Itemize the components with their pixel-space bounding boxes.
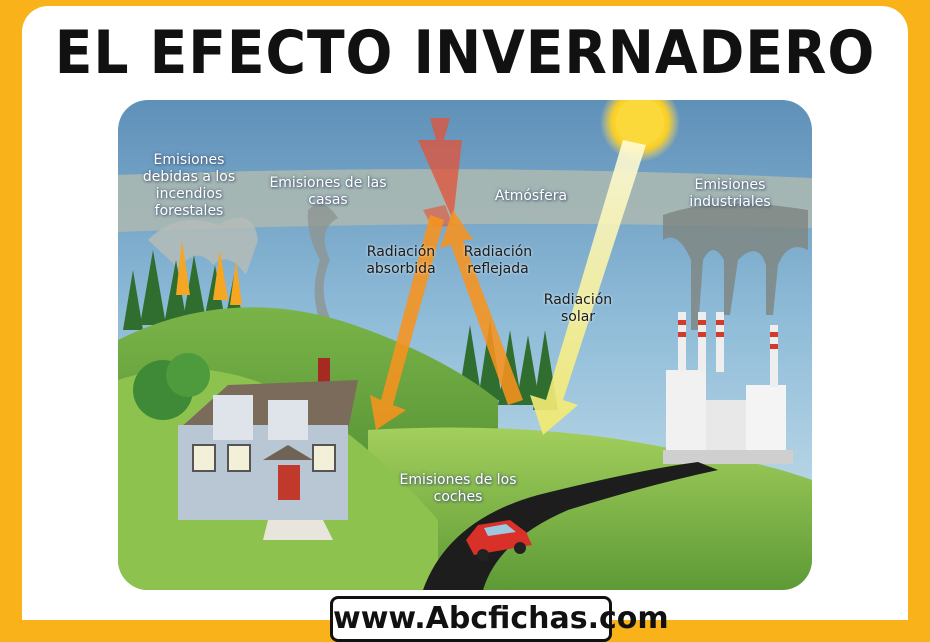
absorbed-arrow-icon: [370, 215, 444, 430]
label-houses: Emisiones de las casas: [269, 175, 387, 208]
label-absorbed: Radiación absorbida: [366, 244, 436, 277]
solar-ray-arrow-icon: [530, 140, 646, 435]
page-title: EL EFECTO INVERNADERO: [54, 18, 876, 88]
greenhouse-illustration: Emisiones debidas a los incendios forest…: [118, 100, 812, 590]
industrial-smoke: [663, 203, 808, 330]
label-forest-fires: Emisiones debidas a los incendios forest…: [142, 152, 236, 219]
website-url[interactable]: www.Abcfichas.com: [330, 596, 669, 642]
label-cars: Emisiones de los coches: [399, 472, 517, 505]
atmosphere-band: [118, 169, 812, 232]
label-atmosphere: Atmósfera: [494, 188, 568, 204]
label-reflected: Radiación reflejada: [463, 244, 533, 277]
house-smoke: [307, 204, 338, 330]
road: [423, 462, 718, 590]
label-solar: Radiación solar: [543, 292, 613, 325]
fire-icon: [176, 240, 242, 305]
house-icon: [178, 358, 358, 540]
label-industrial: Emisiones industriales: [689, 177, 771, 210]
car-icon: [466, 520, 532, 561]
fire-smoke: [148, 217, 258, 275]
reflected-arrow-icon: [440, 210, 523, 405]
factory: [663, 312, 793, 464]
